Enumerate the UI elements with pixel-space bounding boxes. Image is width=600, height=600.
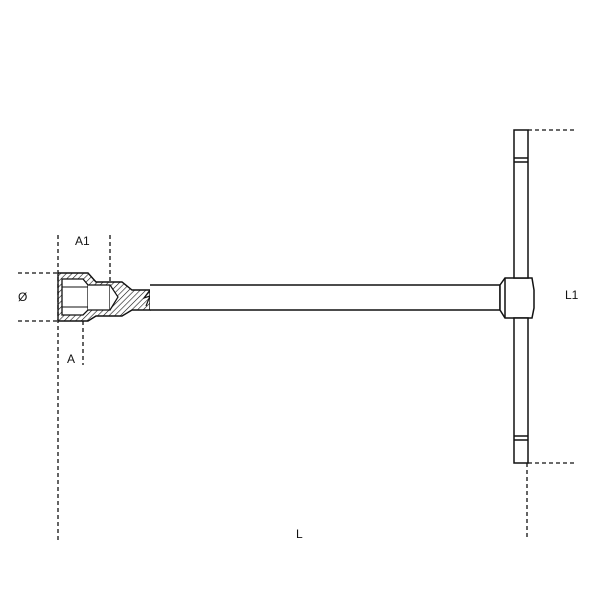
label-l: L xyxy=(296,527,303,541)
handle-upper xyxy=(513,129,529,279)
shaft xyxy=(150,284,501,311)
label-diameter: Ø xyxy=(18,290,28,304)
label-l1: L1 xyxy=(565,288,579,302)
handle-lower xyxy=(513,317,529,464)
dimension-lines xyxy=(18,129,575,540)
t-junction xyxy=(499,277,535,319)
label-a: A xyxy=(67,352,76,366)
handle-bar xyxy=(513,129,529,464)
label-a1: A1 xyxy=(75,234,90,248)
socket-head xyxy=(57,272,152,322)
